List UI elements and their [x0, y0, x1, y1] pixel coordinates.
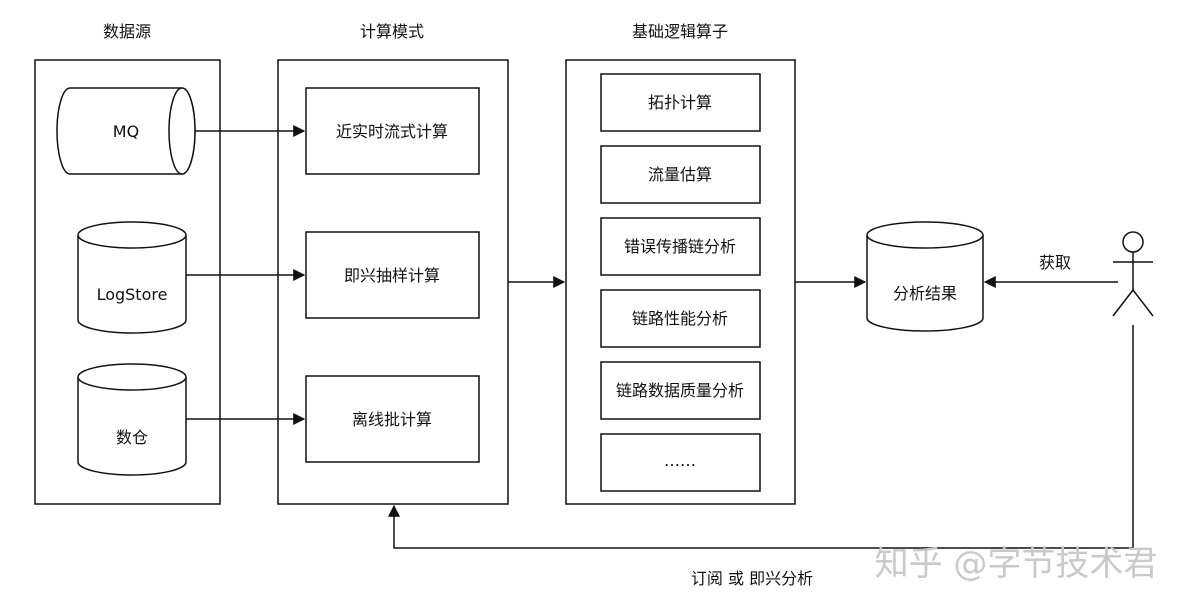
operator-box — [600, 217, 761, 276]
operator-label: 错误传播链分析 — [624, 237, 736, 256]
operator-box — [600, 73, 761, 132]
mq-label: MQ — [113, 122, 139, 141]
operator-box — [600, 289, 761, 348]
adhoc-mode-label: 即兴抽样计算 — [344, 266, 440, 285]
fetch-label: 获取 — [1039, 253, 1071, 272]
operators-container — [565, 59, 796, 505]
mq-cylinder: MQ — [56, 87, 196, 175]
realtime-mode-label: 近实时流式计算 — [336, 122, 448, 141]
offline-mode-box — [305, 375, 480, 463]
user-actor-icon — [1112, 231, 1154, 317]
subscribe-feedback-arrow — [388, 325, 1134, 549]
warehouse-cylinder: 数仓 — [77, 363, 187, 476]
operator-label: 流量估算 — [648, 165, 712, 184]
modes-header: 计算模式 — [360, 22, 424, 41]
offline-mode-label: 离线批计算 — [352, 410, 432, 429]
operator-box — [600, 145, 761, 204]
operators-header: 基础逻辑算子 — [632, 22, 728, 41]
operator-label: 拓扑计算 — [648, 93, 712, 112]
realtime-mode-box — [305, 87, 480, 175]
result-label: 分析结果 — [893, 284, 957, 303]
adhoc-mode-box — [305, 231, 480, 319]
logstore-label: LogStore — [97, 285, 168, 304]
warehouse-label: 数仓 — [116, 428, 148, 447]
sources-header: 数据源 — [103, 22, 151, 41]
operator-label: 链路数据质量分析 — [616, 381, 744, 400]
result-cylinder: 分析结果 — [866, 221, 984, 332]
watermark: 知乎 @字节技术君 — [875, 544, 1158, 584]
operator-box — [600, 433, 761, 492]
logstore-cylinder: LogStore — [77, 221, 187, 334]
operator-box — [600, 361, 761, 420]
subscribe-label: 订阅 或 即兴分析 — [691, 569, 813, 588]
operator-label: 链路性能分析 — [632, 309, 728, 328]
operator-label: …… — [664, 451, 696, 470]
